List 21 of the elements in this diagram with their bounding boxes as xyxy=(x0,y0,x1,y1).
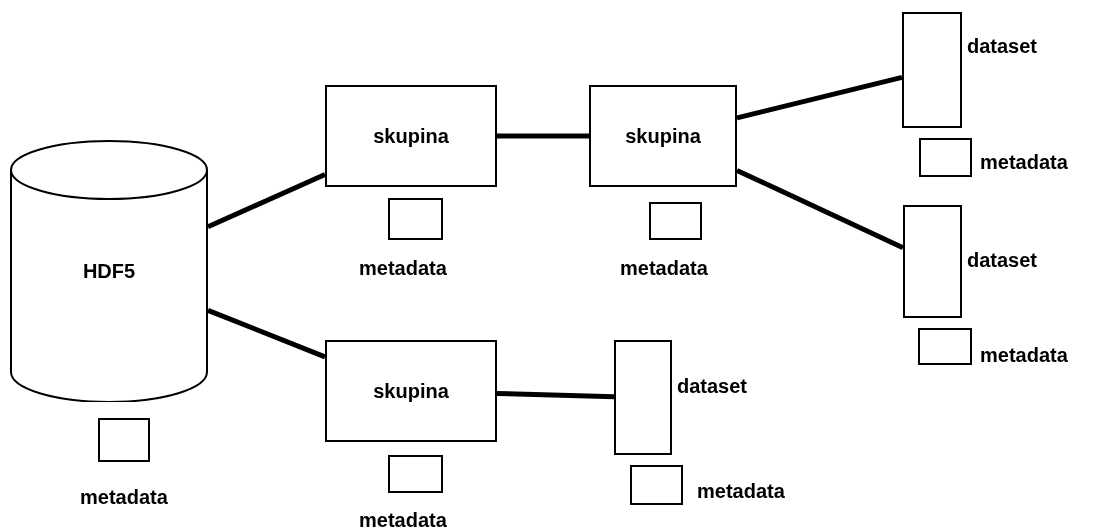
rectangle-box xyxy=(325,340,497,442)
connector-line xyxy=(207,308,326,360)
connector-line xyxy=(497,133,589,139)
rectangle-box xyxy=(589,85,737,187)
node-label: HDF5 xyxy=(82,259,136,283)
node-label: metadata xyxy=(620,258,708,278)
node-label: skupina xyxy=(625,124,701,148)
connector-line xyxy=(736,74,903,121)
node-label: metadata xyxy=(359,510,447,528)
node-label: metadata xyxy=(980,345,1068,365)
node-label: dataset xyxy=(967,36,1038,56)
node-label: metadata xyxy=(80,487,168,507)
connector-line xyxy=(496,390,615,400)
node-label: metadata xyxy=(697,481,785,501)
node-label: skupina xyxy=(373,379,449,403)
node-label: skupina xyxy=(373,124,449,148)
node-label: metadata xyxy=(359,258,447,278)
node-label: dataset xyxy=(967,250,1038,270)
node-label: dataset xyxy=(677,376,748,396)
rectangle-box xyxy=(325,85,497,187)
node-label: metadata xyxy=(980,152,1068,172)
